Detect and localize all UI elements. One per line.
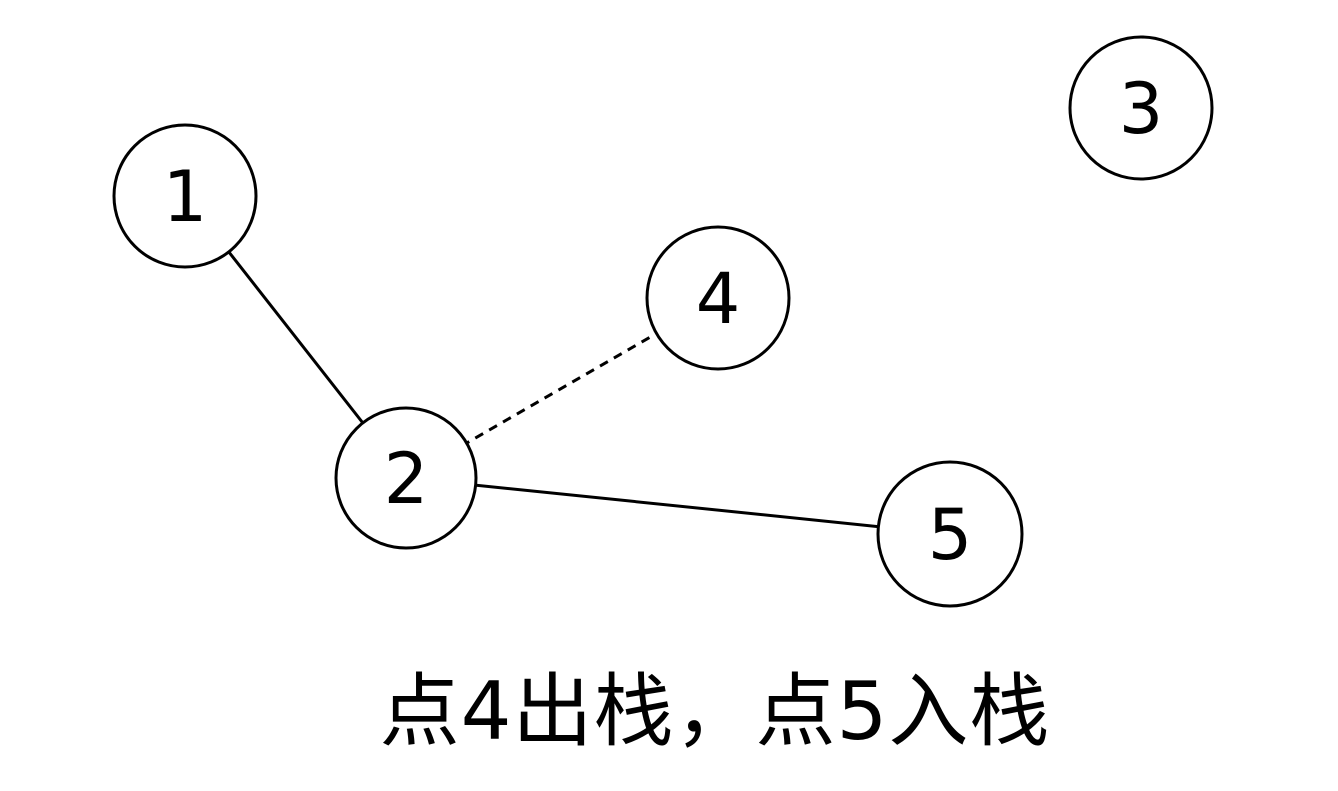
node-label-5: 5	[928, 494, 973, 576]
node-label-3: 3	[1119, 68, 1164, 150]
graph-node-4: 4	[645, 225, 791, 371]
node-circle-2	[334, 406, 478, 550]
graph-node-1: 1	[112, 123, 258, 269]
node-circle-3	[1068, 35, 1214, 181]
node-label-4: 4	[696, 258, 741, 340]
graph-node-5: 5	[876, 460, 1024, 608]
node-circle-4	[645, 225, 791, 371]
graph-node-2: 2	[334, 406, 478, 550]
node-circle-5	[876, 460, 1024, 608]
graph-node-3: 3	[1068, 35, 1214, 181]
graph-edge-2-4-dashed	[405, 296, 719, 480]
caption-text: 点4出栈，点5入栈	[379, 665, 1051, 758]
graph-edge-2-5	[405, 476, 951, 536]
node-label-2: 2	[384, 438, 429, 520]
node-label-1: 1	[163, 156, 208, 238]
node-circle-1	[112, 123, 258, 269]
